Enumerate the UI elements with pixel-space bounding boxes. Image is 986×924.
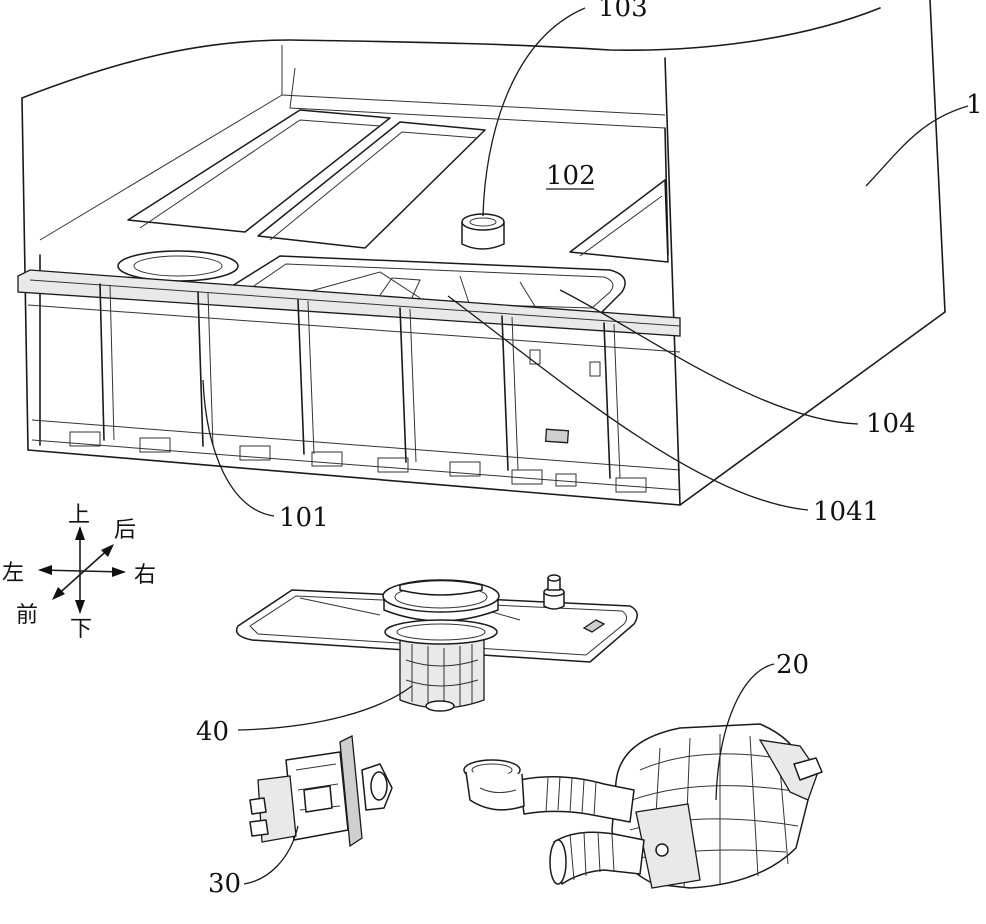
label-103: 103 (598, 0, 648, 23)
dir-left: 左 (2, 561, 24, 586)
label-40: 40 (196, 717, 229, 747)
dir-up: 上 (68, 503, 90, 528)
front-dividers (99, 283, 621, 479)
label-30: 30 (208, 869, 241, 899)
dir-front: 前 (16, 603, 38, 628)
label-1041: 1041 (813, 497, 879, 527)
wash-pump-20: 20 (463, 650, 823, 889)
label-102: 102 (546, 161, 596, 191)
label-1: 1 (966, 90, 983, 120)
bottom-cleats (69, 431, 647, 493)
label-20: 20 (776, 650, 809, 680)
label-101: 101 (279, 503, 329, 533)
part-103-nozzle (461, 213, 505, 250)
drain-pump-30: 30 (208, 734, 393, 899)
dir-right: 右 (134, 563, 156, 588)
tank-assembly: 102 103 1 (17, 0, 983, 533)
dir-back: 后 (114, 518, 136, 543)
label-104: 104 (866, 409, 916, 439)
dir-down: 下 (70, 617, 92, 642)
direction-indicator: 上 后 左 右 前 下 (2, 503, 156, 642)
filter-assembly-40: 40 (196, 574, 638, 747)
